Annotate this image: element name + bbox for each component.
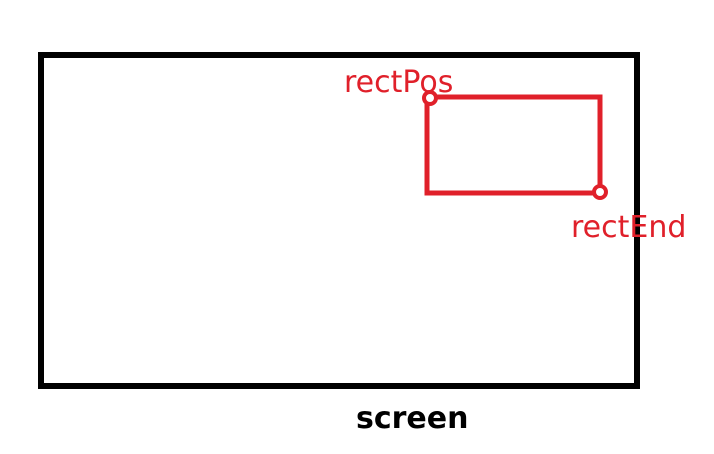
rect-end-label: rectEnd (571, 210, 686, 245)
rect-end-marker (592, 184, 608, 200)
rect-pos-marker (422, 90, 438, 106)
screen-frame (38, 52, 640, 389)
screen-label: screen (356, 401, 469, 436)
selection-rect (424, 94, 603, 196)
rect-pos-label: rectPos (344, 65, 453, 100)
